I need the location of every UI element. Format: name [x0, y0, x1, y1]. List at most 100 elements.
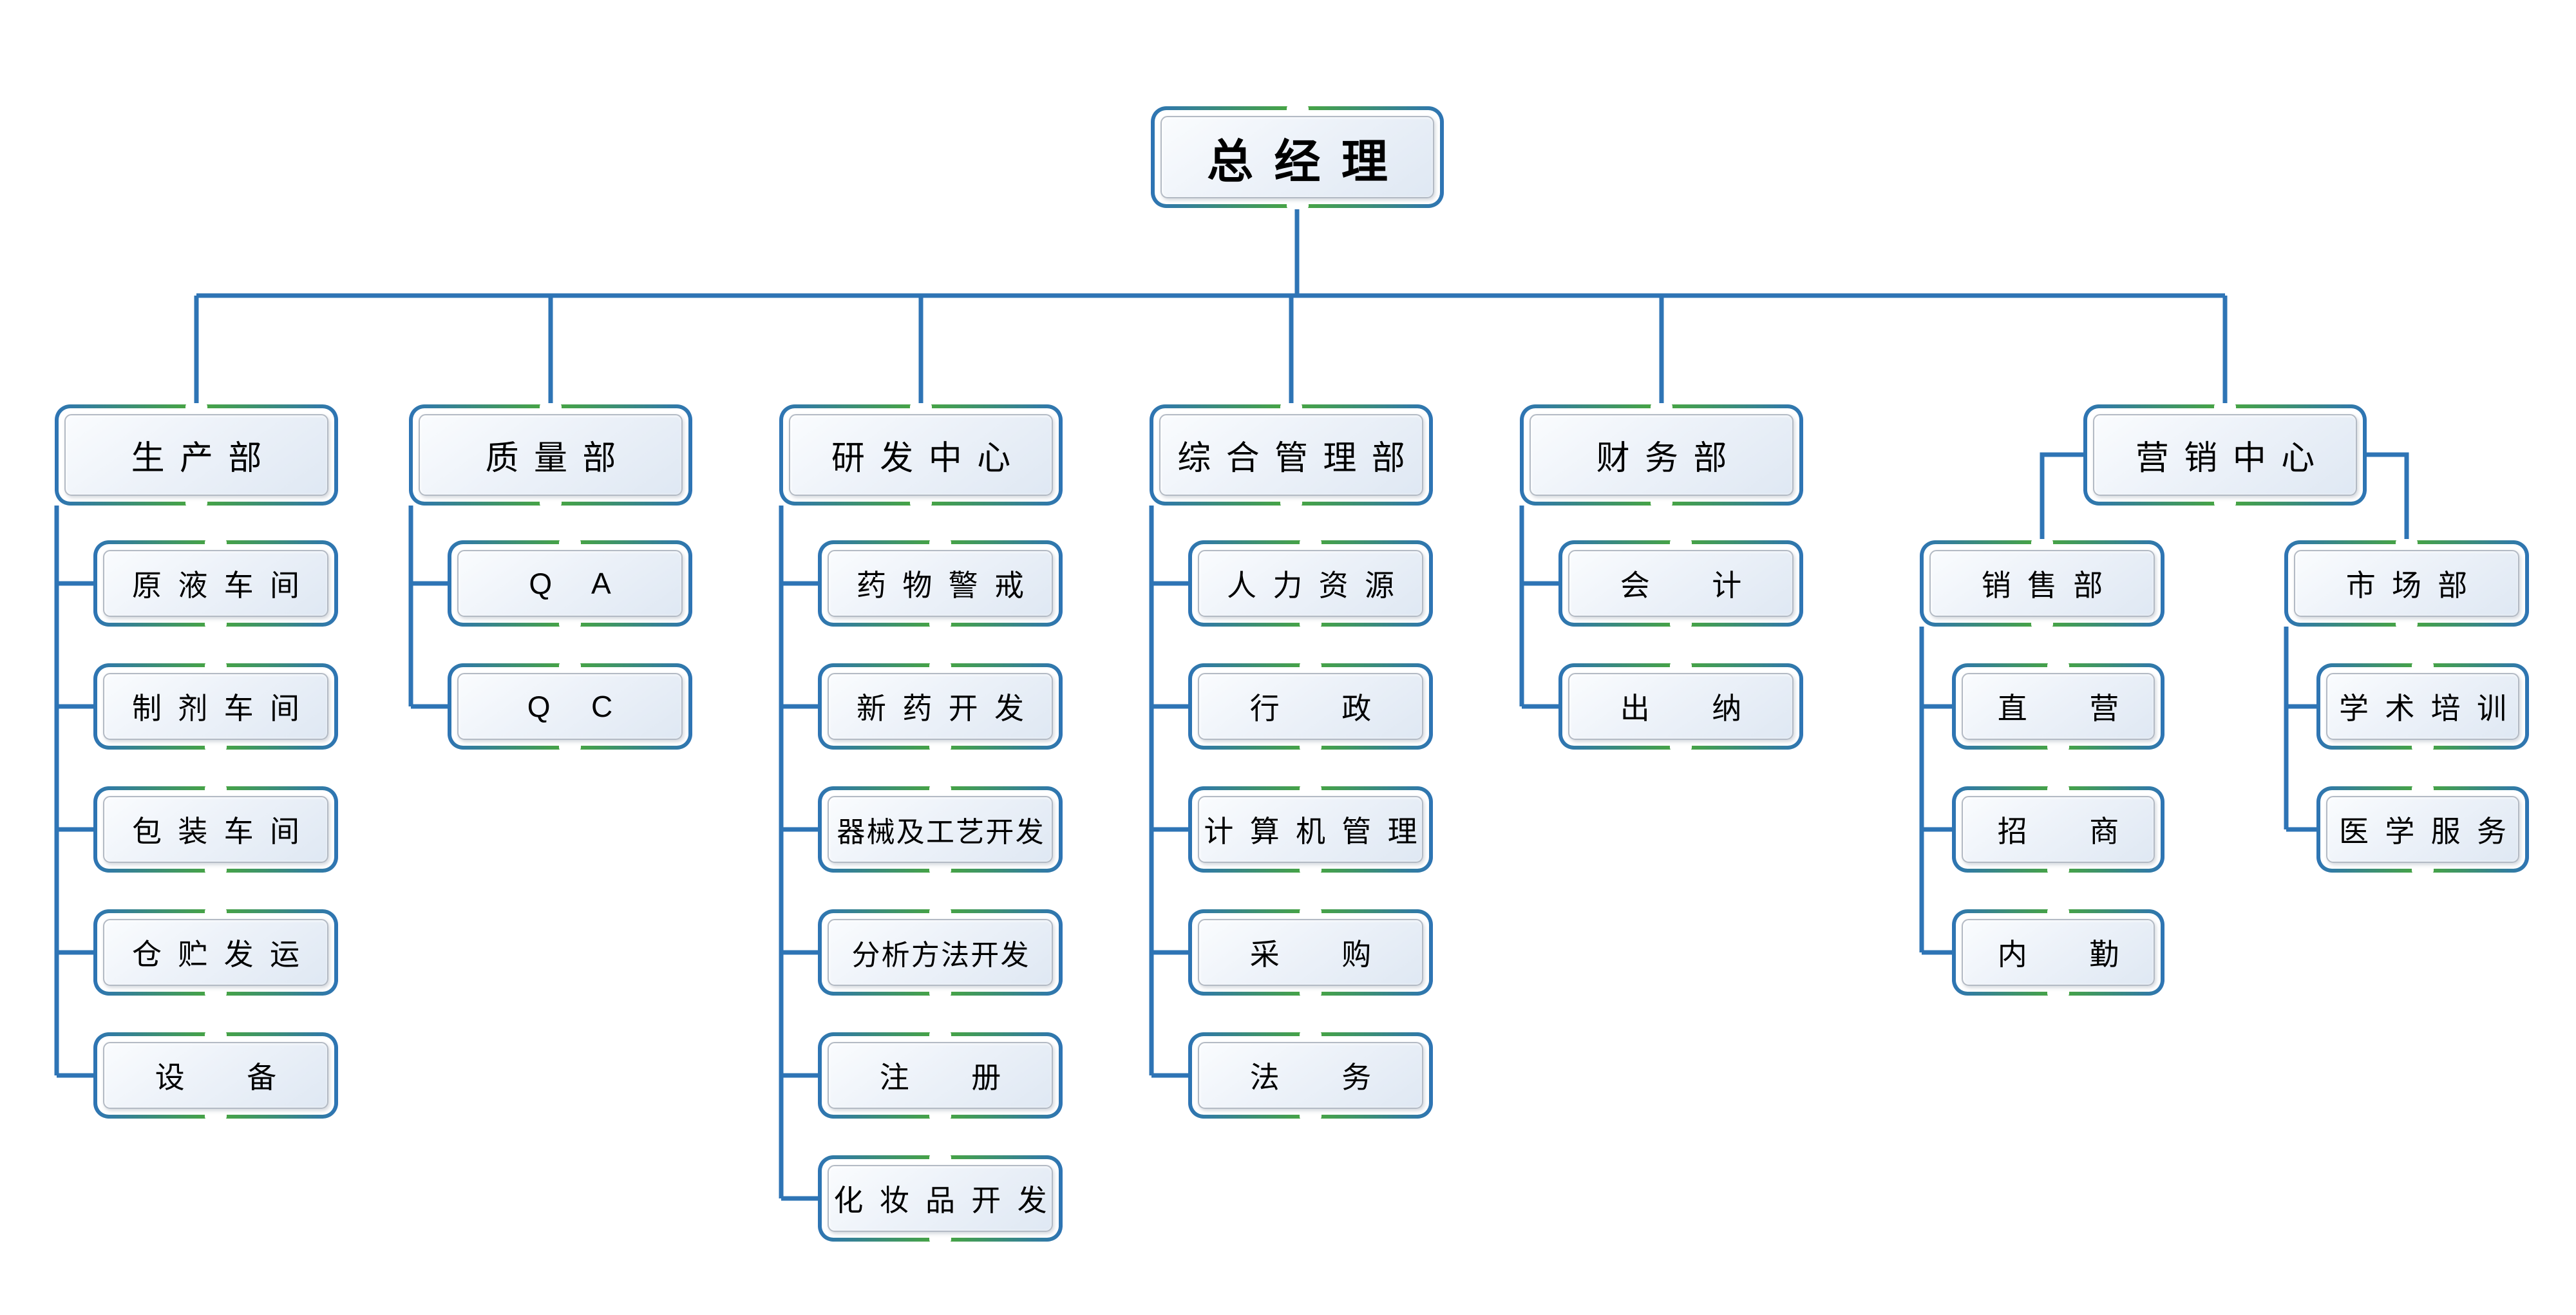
node-label: 采 购	[1249, 938, 1388, 971]
border-notch	[929, 1031, 951, 1039]
border-notch	[205, 866, 227, 874]
border-notch	[1300, 743, 1321, 751]
node-rnd-center: 研发中心	[779, 403, 1063, 507]
node-label: 注 册	[879, 1061, 1018, 1094]
node-label: 营销中心	[2135, 440, 2330, 477]
node-label: 药物警戒	[857, 569, 1041, 602]
border-notch	[1300, 1031, 1321, 1039]
node-qa: Q A	[448, 539, 692, 628]
node-label: Q C	[527, 690, 629, 723]
node-production-dept: 生产部	[55, 403, 338, 507]
node-analytical-method-development: 分析方法开发	[818, 908, 1063, 997]
border-notch	[929, 1235, 951, 1243]
border-notch	[2047, 662, 2069, 670]
node-general-manager: 总经理	[1151, 105, 1444, 209]
node-raw-solution-workshop: 原液车间	[93, 539, 338, 628]
node-registration: 注 册	[818, 1031, 1063, 1120]
node-label: 质量部	[485, 440, 631, 477]
node-label: 分析方法开发	[851, 940, 1030, 971]
border-notch	[2396, 620, 2418, 628]
border-notch	[2031, 539, 2053, 547]
border-notch	[205, 908, 227, 916]
border-notch	[929, 662, 951, 670]
node-accounting: 会 计	[1558, 539, 1803, 628]
border-notch	[1280, 498, 1302, 507]
border-notch	[929, 785, 951, 793]
border-notch	[1300, 989, 1321, 997]
node-label: 化妆品开发	[833, 1184, 1063, 1217]
border-notch	[205, 785, 227, 793]
node-label: 计算机管理	[1204, 815, 1434, 848]
border-notch	[929, 1112, 951, 1120]
border-notch	[1670, 620, 1692, 628]
node-qc: Q C	[448, 662, 692, 751]
border-notch	[185, 498, 207, 507]
node-preparation-workshop: 制剂车间	[93, 662, 338, 751]
border-notch	[1300, 662, 1321, 670]
border-notch	[205, 1031, 227, 1039]
border-notch	[2031, 620, 2053, 628]
node-label: 研发中心	[831, 440, 1026, 477]
node-equipment: 设 备	[93, 1031, 338, 1120]
node-label: 直 营	[1997, 692, 2136, 725]
node-label: 学术培训	[2339, 692, 2523, 725]
border-notch	[1670, 662, 1692, 670]
node-cashier: 出 纳	[1558, 662, 1803, 751]
node-label: 人力资源	[1227, 569, 1411, 602]
border-notch	[1651, 403, 1672, 412]
border-notch	[185, 403, 207, 412]
border-notch	[2412, 662, 2434, 670]
border-notch	[1651, 498, 1672, 507]
node-quality-dept: 质量部	[409, 403, 692, 507]
border-notch	[1286, 201, 1309, 209]
node-label: 器械及工艺开发	[837, 817, 1045, 848]
node-label: 设 备	[155, 1061, 293, 1094]
border-notch	[2047, 743, 2069, 751]
node-label: 制剂车间	[132, 692, 316, 725]
border-notch	[1286, 105, 1309, 113]
border-notch	[929, 539, 951, 547]
node-packaging-workshop: 包装车间	[93, 785, 338, 874]
border-notch	[929, 743, 951, 751]
node-pharmacovigilance: 药物警戒	[818, 539, 1063, 628]
node-finance-dept: 财务部	[1520, 403, 1803, 507]
border-notch	[559, 620, 581, 628]
border-notch	[205, 662, 227, 670]
border-notch	[929, 620, 951, 628]
node-label: 招 商	[1997, 815, 2136, 848]
border-notch	[2412, 866, 2434, 874]
border-notch	[205, 539, 227, 547]
node-label: 行 政	[1249, 692, 1388, 725]
node-label: 内 勤	[1997, 938, 2136, 971]
node-label: 销售部	[1981, 569, 2119, 602]
node-label: 会 计	[1620, 569, 1758, 602]
border-notch	[205, 743, 227, 751]
node-computer-management: 计算机管理	[1188, 785, 1434, 874]
node-device-process-development: 器械及工艺开发	[818, 785, 1063, 874]
border-notch	[1300, 620, 1321, 628]
node-sales-dept: 销售部	[1920, 539, 2164, 628]
node-human-resources: 人力资源	[1188, 539, 1433, 628]
border-notch	[929, 989, 951, 997]
border-notch	[910, 498, 932, 507]
node-label: 生产部	[131, 440, 277, 477]
border-notch	[2047, 785, 2069, 793]
border-notch	[2214, 498, 2236, 507]
node-marketing-center: 营销中心	[2083, 403, 2367, 507]
node-direct-sales: 直 营	[1952, 662, 2164, 751]
node-label: 原液车间	[132, 569, 316, 602]
node-label: 市场部	[2345, 569, 2484, 602]
border-notch	[2047, 908, 2069, 916]
node-market-dept: 市场部	[2284, 539, 2529, 628]
node-label: 财务部	[1596, 440, 1742, 477]
border-notch	[2412, 743, 2434, 751]
border-notch	[1300, 908, 1321, 916]
border-notch	[1300, 539, 1321, 547]
node-label: 出 纳	[1620, 692, 1758, 725]
border-notch	[929, 908, 951, 916]
node-label: 医学服务	[2339, 815, 2523, 848]
border-notch	[1300, 785, 1321, 793]
border-notch	[559, 743, 581, 751]
border-notch	[2396, 539, 2418, 547]
